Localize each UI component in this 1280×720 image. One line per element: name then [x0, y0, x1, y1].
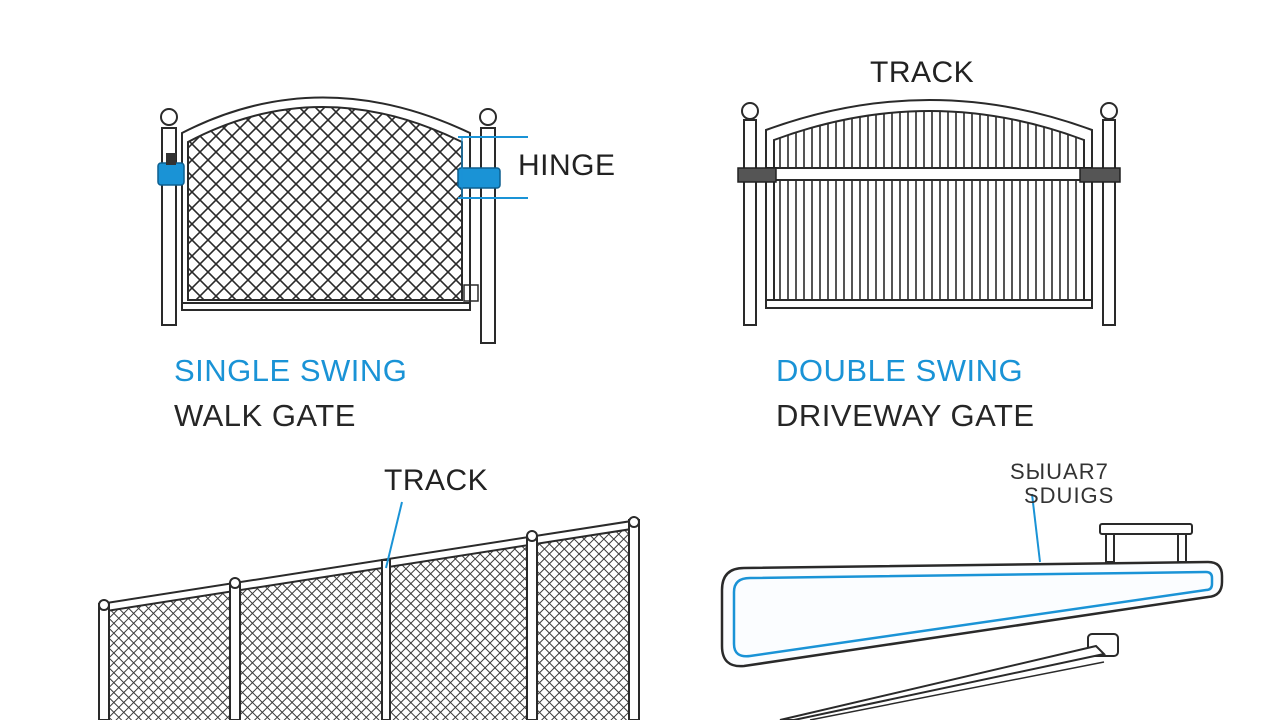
chain-link-panel: TRACK: [0, 450, 660, 720]
track-callout-top: TRACK: [870, 56, 975, 89]
lower-track: [779, 644, 1107, 720]
driveway-gate-subtitle: DRIVEWAY GATE: [776, 398, 1035, 433]
fence-post: [98, 603, 110, 720]
chain-link-fence-icon: [98, 501, 640, 720]
fence-post: [628, 519, 640, 720]
right-post-finial: [479, 108, 497, 126]
single-swing-gate-icon: [157, 96, 528, 344]
barrier-callout-line: [1031, 493, 1041, 563]
left-hinge-icon: [737, 167, 777, 183]
single-swing-title: SINGLE SWING: [174, 353, 408, 388]
left-post: [743, 119, 757, 326]
single-swing-panel: HINGE SINGLE SWING WALK GATE: [0, 0, 640, 450]
double-swing-panel: TRACK DOUBLE SWING DRIVEWAY GATE: [640, 0, 1280, 450]
right-hinge-icon: [1079, 167, 1121, 183]
right-post: [1102, 119, 1116, 326]
latch-icon: [463, 284, 479, 302]
double-swing-title: DOUBLE SWING: [776, 353, 1024, 388]
fence-post: [229, 582, 241, 720]
left-post-finial: [160, 108, 178, 126]
barrier-callout-line1: SЫUAR7: [1010, 459, 1109, 484]
right-hinge-icon: [457, 167, 501, 189]
double-swing-gate-icon: [737, 99, 1121, 326]
hinge-callout: HINGE: [518, 149, 616, 182]
mid-rail: [765, 167, 1093, 181]
barrier-arm: [720, 560, 1224, 668]
right-post: [480, 127, 496, 344]
barrier-callout-line2: SDUIGS: [1024, 483, 1115, 508]
gate-frame-inner: [773, 110, 1085, 301]
gate-frame-inner: [187, 106, 463, 301]
left-hinge-icon: [157, 162, 185, 186]
chain-link-mesh: [104, 524, 634, 720]
barrier-arm-gate-icon: [720, 493, 1224, 720]
track-callout-line: [385, 501, 403, 569]
fence-post: [381, 559, 391, 720]
fence-post: [526, 535, 538, 720]
walk-gate-subtitle: WALK GATE: [174, 398, 356, 433]
barrier-arm-panel: SЫUAR7 SDUIGS: [660, 450, 1280, 720]
arm-support-bar: [1099, 523, 1193, 535]
track-callout-bottom: TRACK: [384, 464, 489, 497]
